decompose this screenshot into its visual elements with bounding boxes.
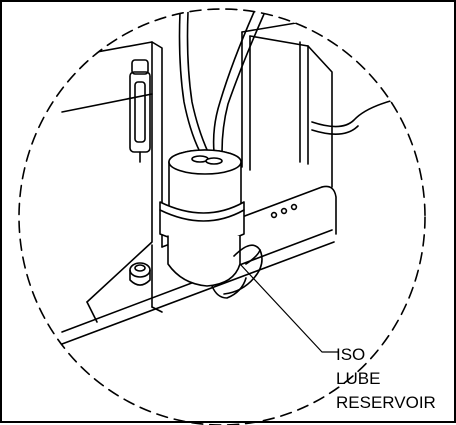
mounting-bracket (241, 21, 333, 188)
leader-line (239, 263, 339, 353)
callout-line-1: ISO (336, 345, 366, 364)
reservoir-cap (168, 149, 242, 217)
reservoir-body (167, 235, 263, 299)
detail-circle (18, 8, 426, 425)
cable (311, 97, 403, 128)
callout-label: ISO LUBE RESERVOIR (336, 343, 436, 415)
sight-glass (129, 59, 151, 163)
callout-line-3: RESERVOIR (336, 393, 436, 412)
cabinet-panel (41, 41, 163, 323)
tubes (178, 11, 265, 153)
callout-line-2: LUBE (336, 369, 381, 388)
reservoir-band (159, 201, 245, 244)
drain-knob (129, 262, 151, 286)
